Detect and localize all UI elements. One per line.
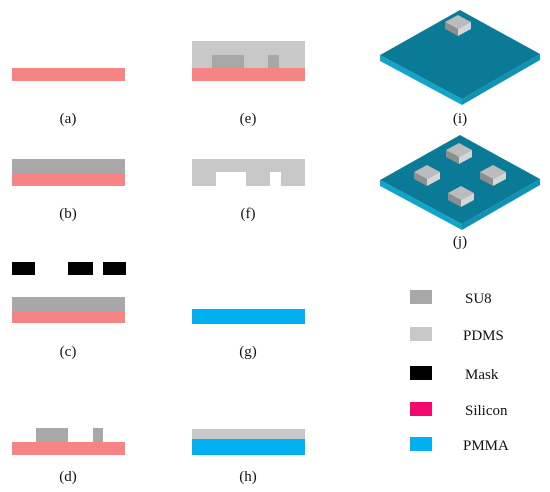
legend-swatch-pdms xyxy=(410,327,432,341)
legend-item-mask: Mask xyxy=(410,366,499,383)
cube xyxy=(446,143,472,164)
plate-right-side xyxy=(462,179,540,230)
pmma-layer xyxy=(192,309,305,324)
plate-left-side xyxy=(380,55,462,105)
cube xyxy=(448,186,474,207)
step-g: (g) xyxy=(192,309,305,360)
step-d: (d) xyxy=(12,428,125,485)
legend: SU8 PDMS Mask Silicon PMMA xyxy=(410,290,509,454)
caption-i: (i) xyxy=(453,111,467,127)
cube xyxy=(445,15,471,36)
silicon-layer xyxy=(12,311,125,323)
silicon-layer xyxy=(12,68,125,81)
mask-block xyxy=(68,262,93,275)
legend-swatch-silicon xyxy=(410,402,432,416)
legend-swatch-su8 xyxy=(410,290,432,304)
step-h: (h) xyxy=(192,429,305,485)
cube xyxy=(480,165,506,186)
su8-feature xyxy=(212,55,244,68)
caption-d: (d) xyxy=(59,469,77,485)
step-i: (i) xyxy=(380,10,540,127)
step-c: (c) xyxy=(12,262,126,360)
caption-h: (h) xyxy=(239,469,257,485)
su8-layer xyxy=(12,159,125,174)
legend-label-su8: SU8 xyxy=(465,291,492,307)
step-a: (a) xyxy=(12,68,125,127)
su8-feature xyxy=(268,55,279,68)
step-b: (b) xyxy=(12,159,125,222)
pdms-layer xyxy=(192,429,305,439)
legend-swatch-pmma xyxy=(410,437,432,451)
mask-block xyxy=(103,262,126,275)
pdms-layer xyxy=(192,41,305,68)
caption-c: (c) xyxy=(60,344,77,360)
silicon-layer xyxy=(12,442,125,455)
plate-top xyxy=(380,135,540,224)
su8-feature xyxy=(36,428,68,442)
legend-label-silicon: Silicon xyxy=(465,403,508,419)
step-f: (f) xyxy=(192,159,305,222)
legend-swatch-mask xyxy=(410,366,432,380)
plate-left-side xyxy=(380,180,462,230)
caption-j: (j) xyxy=(453,234,467,250)
cube xyxy=(414,165,440,186)
caption-g: (g) xyxy=(239,344,257,360)
legend-item-pmma: PMMA xyxy=(410,437,509,454)
silicon-layer xyxy=(192,68,305,81)
step-j: (j) xyxy=(380,135,540,250)
legend-label-mask: Mask xyxy=(465,367,499,383)
plate-right-side xyxy=(462,54,540,105)
legend-item-su8: SU8 xyxy=(410,290,492,307)
pmma-layer xyxy=(192,439,305,455)
legend-item-silicon: Silicon xyxy=(410,402,508,419)
plate-top xyxy=(380,10,540,99)
caption-a: (a) xyxy=(60,111,77,127)
step-e: (e) xyxy=(192,41,305,127)
caption-b: (b) xyxy=(59,206,77,222)
legend-label-pmma: PMMA xyxy=(463,438,509,454)
legend-item-pdms: PDMS xyxy=(410,327,504,344)
silicon-layer xyxy=(12,174,125,186)
su8-layer xyxy=(12,297,125,311)
caption-f: (f) xyxy=(241,206,256,222)
caption-e: (e) xyxy=(240,111,257,127)
mask-block xyxy=(12,262,35,275)
pdms-mold xyxy=(192,159,305,186)
legend-label-pdms: PDMS xyxy=(463,328,504,344)
su8-feature xyxy=(93,428,103,442)
